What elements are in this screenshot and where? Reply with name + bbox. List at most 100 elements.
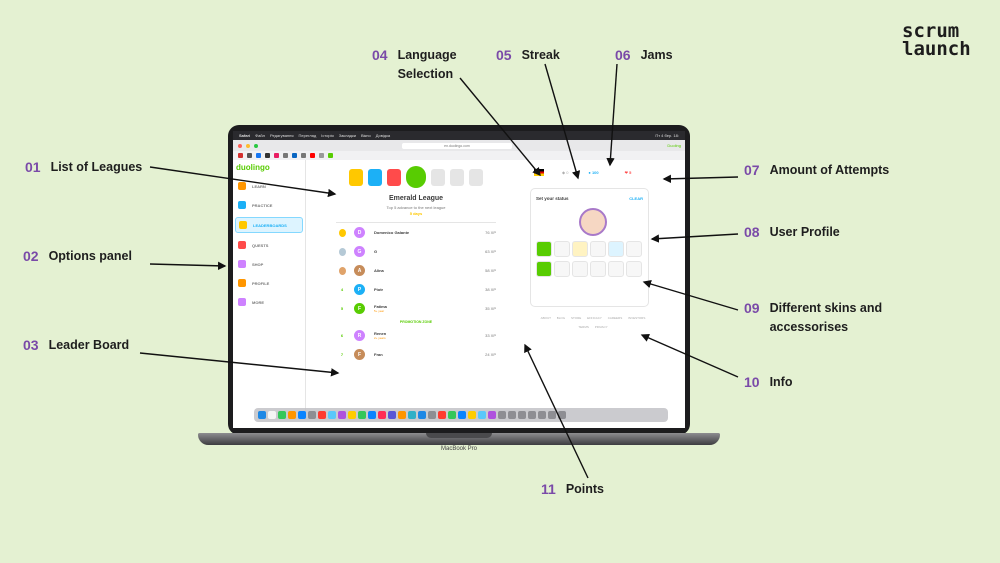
dock-app-icon[interactable] bbox=[398, 411, 406, 419]
league-locked-icon[interactable] bbox=[450, 168, 464, 186]
dock-app-icon[interactable] bbox=[418, 411, 426, 419]
bookmark-icon[interactable] bbox=[292, 153, 297, 158]
footer-link[interactable]: ABOUT bbox=[540, 316, 551, 320]
german-flag-icon[interactable] bbox=[534, 169, 544, 176]
menu-item[interactable]: Safari bbox=[239, 133, 251, 138]
menu-item[interactable]: Редагування bbox=[269, 133, 294, 138]
menu-item[interactable]: Довідка bbox=[375, 133, 391, 138]
bookmark-icon[interactable] bbox=[274, 153, 279, 158]
bookmark-icon[interactable] bbox=[319, 153, 324, 158]
dock-app-icon[interactable] bbox=[328, 411, 336, 419]
nav-more[interactable]: MORE bbox=[235, 295, 303, 309]
skin-option[interactable] bbox=[554, 241, 570, 257]
user-avatar-small[interactable]: A bbox=[354, 265, 365, 276]
dock-app-icon[interactable] bbox=[278, 411, 286, 419]
dock-app-icon[interactable] bbox=[498, 411, 506, 419]
dock-app-icon[interactable] bbox=[538, 411, 546, 419]
league-sapphire-icon[interactable] bbox=[368, 168, 382, 186]
dock-app-icon[interactable] bbox=[488, 411, 496, 419]
user-avatar-small[interactable]: G bbox=[354, 246, 365, 257]
dock-app-icon[interactable] bbox=[368, 411, 376, 419]
dock-app-icon[interactable] bbox=[528, 411, 536, 419]
skin-option[interactable] bbox=[608, 261, 624, 277]
dock-app-icon[interactable] bbox=[458, 411, 466, 419]
menu-item[interactable]: Перегляд bbox=[298, 133, 317, 138]
skin-option[interactable] bbox=[608, 241, 624, 257]
bookmark-icon[interactable] bbox=[238, 153, 243, 158]
league-bronze-icon[interactable] bbox=[349, 168, 363, 186]
skin-option[interactable] bbox=[554, 261, 570, 277]
league-emerald-icon[interactable] bbox=[406, 166, 426, 188]
close-window-icon[interactable] bbox=[238, 143, 242, 148]
skin-option[interactable] bbox=[536, 241, 552, 257]
league-locked-icon[interactable] bbox=[431, 168, 445, 186]
dock-app-icon[interactable] bbox=[338, 411, 346, 419]
skin-option[interactable] bbox=[626, 261, 642, 277]
footer-link[interactable]: STORE bbox=[570, 316, 582, 320]
footer-link[interactable]: BLOG bbox=[556, 316, 566, 320]
skin-option[interactable] bbox=[572, 241, 588, 257]
user-avatar-small[interactable]: P bbox=[354, 284, 365, 295]
nav-profile[interactable]: PROFILE bbox=[235, 276, 303, 290]
dock-app-icon[interactable] bbox=[348, 411, 356, 419]
dock-app-icon[interactable] bbox=[318, 411, 326, 419]
address-bar[interactable]: en.duolingo.com bbox=[402, 142, 512, 149]
user-avatar-small[interactable]: F bbox=[354, 303, 365, 314]
footer-link[interactable]: EFFICACY bbox=[587, 316, 602, 320]
dock-app-icon[interactable] bbox=[378, 411, 386, 419]
menu-item[interactable]: Вікно bbox=[361, 133, 371, 138]
skin-option[interactable] bbox=[572, 261, 588, 277]
dock-app-icon[interactable] bbox=[428, 411, 436, 419]
dock-app-icon[interactable] bbox=[518, 411, 526, 419]
dock-app-icon[interactable] bbox=[468, 411, 476, 419]
dock-app-icon[interactable] bbox=[478, 411, 486, 419]
gems-counter[interactable]: ● 100 bbox=[588, 170, 599, 175]
skin-option[interactable] bbox=[590, 261, 606, 277]
duolingo-logo[interactable]: duolingo bbox=[236, 163, 270, 172]
dock-app-icon[interactable] bbox=[408, 411, 416, 419]
bookmark-icon[interactable] bbox=[283, 153, 288, 158]
dock-app-icon[interactable] bbox=[438, 411, 446, 419]
hearts-counter[interactable]: ❤ 5 bbox=[624, 170, 632, 175]
footer-link[interactable]: INVESTORS bbox=[628, 316, 646, 320]
footer-link[interactable]: CAREERS bbox=[607, 316, 623, 320]
footer-link[interactable]: PRIVACY bbox=[594, 325, 608, 329]
skin-option[interactable] bbox=[626, 241, 642, 257]
nav-practice[interactable]: PRACTICE bbox=[235, 198, 303, 212]
nav-learn[interactable]: LEARN bbox=[235, 179, 303, 193]
skin-option[interactable] bbox=[536, 261, 552, 277]
bookmark-icon[interactable] bbox=[301, 153, 306, 158]
streak-counter[interactable]: ◆ 0 bbox=[562, 170, 569, 175]
dock-app-icon[interactable] bbox=[308, 411, 316, 419]
dock-app-icon[interactable] bbox=[358, 411, 366, 419]
dock-app-icon[interactable] bbox=[298, 411, 306, 419]
dock-app-icon[interactable] bbox=[268, 411, 276, 419]
menu-item[interactable]: Файл bbox=[255, 133, 265, 138]
dock-app-icon[interactable] bbox=[558, 411, 566, 419]
dock-app-icon[interactable] bbox=[288, 411, 296, 419]
dock-app-icon[interactable] bbox=[258, 411, 266, 419]
user-avatar[interactable] bbox=[579, 208, 607, 236]
nav-leaderboards[interactable]: LEADERBOARDS bbox=[235, 217, 303, 233]
zoom-window-icon[interactable] bbox=[254, 143, 258, 148]
nav-shop[interactable]: SHOP bbox=[235, 257, 303, 271]
menu-item[interactable]: Закладки bbox=[338, 133, 356, 138]
user-avatar-small[interactable]: F bbox=[354, 349, 365, 360]
minimize-window-icon[interactable] bbox=[246, 143, 250, 148]
user-avatar-small[interactable]: D bbox=[354, 227, 365, 238]
dock-app-icon[interactable] bbox=[448, 411, 456, 419]
dock-app-icon[interactable] bbox=[548, 411, 556, 419]
bookmark-icon[interactable] bbox=[328, 153, 333, 158]
user-avatar-small[interactable]: R bbox=[354, 330, 365, 341]
league-ruby-icon[interactable] bbox=[387, 168, 401, 186]
bookmark-icon[interactable] bbox=[247, 153, 252, 158]
bookmark-icon[interactable] bbox=[310, 153, 315, 158]
league-locked-icon[interactable] bbox=[469, 168, 483, 186]
menu-item[interactable]: Історія bbox=[321, 133, 334, 138]
